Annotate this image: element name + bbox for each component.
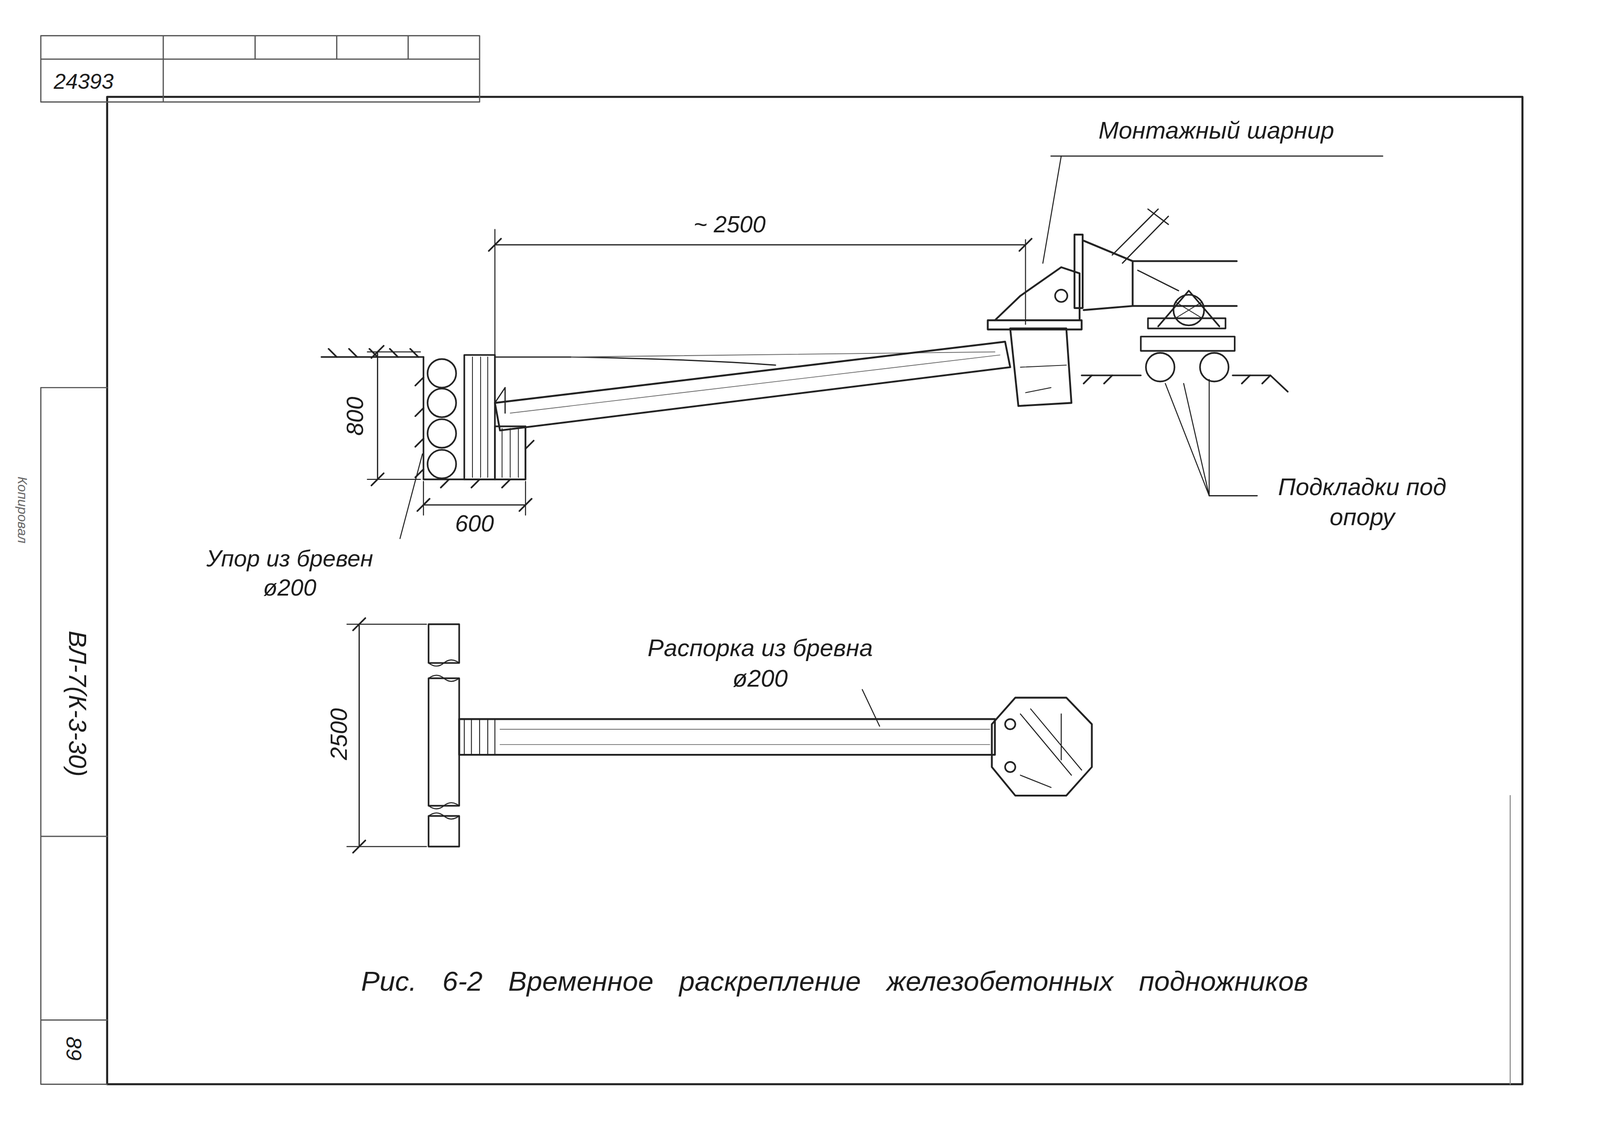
sheet-number: 24393 <box>53 68 114 96</box>
dimension: 2500 <box>324 708 354 761</box>
dimension: 600 <box>454 508 494 538</box>
part-name: Распорка из бревна ø200 <box>634 633 886 694</box>
part-name: Монтажный шарнир <box>1098 115 1334 146</box>
stamp-note: Копировал <box>13 476 31 544</box>
part-name: Подкладки под опору <box>1265 471 1459 533</box>
dimension: ~ 2500 <box>693 209 766 240</box>
part-name: Упор из бревен ø200 <box>191 544 389 603</box>
dimension: 800 <box>340 396 370 436</box>
figure-caption: Рис. 6-2 Временное раскрепление железобе… <box>361 964 1309 1000</box>
document-code: ВЛ-7(К-3-30) <box>61 631 94 778</box>
page-number: 89 <box>60 1036 88 1061</box>
